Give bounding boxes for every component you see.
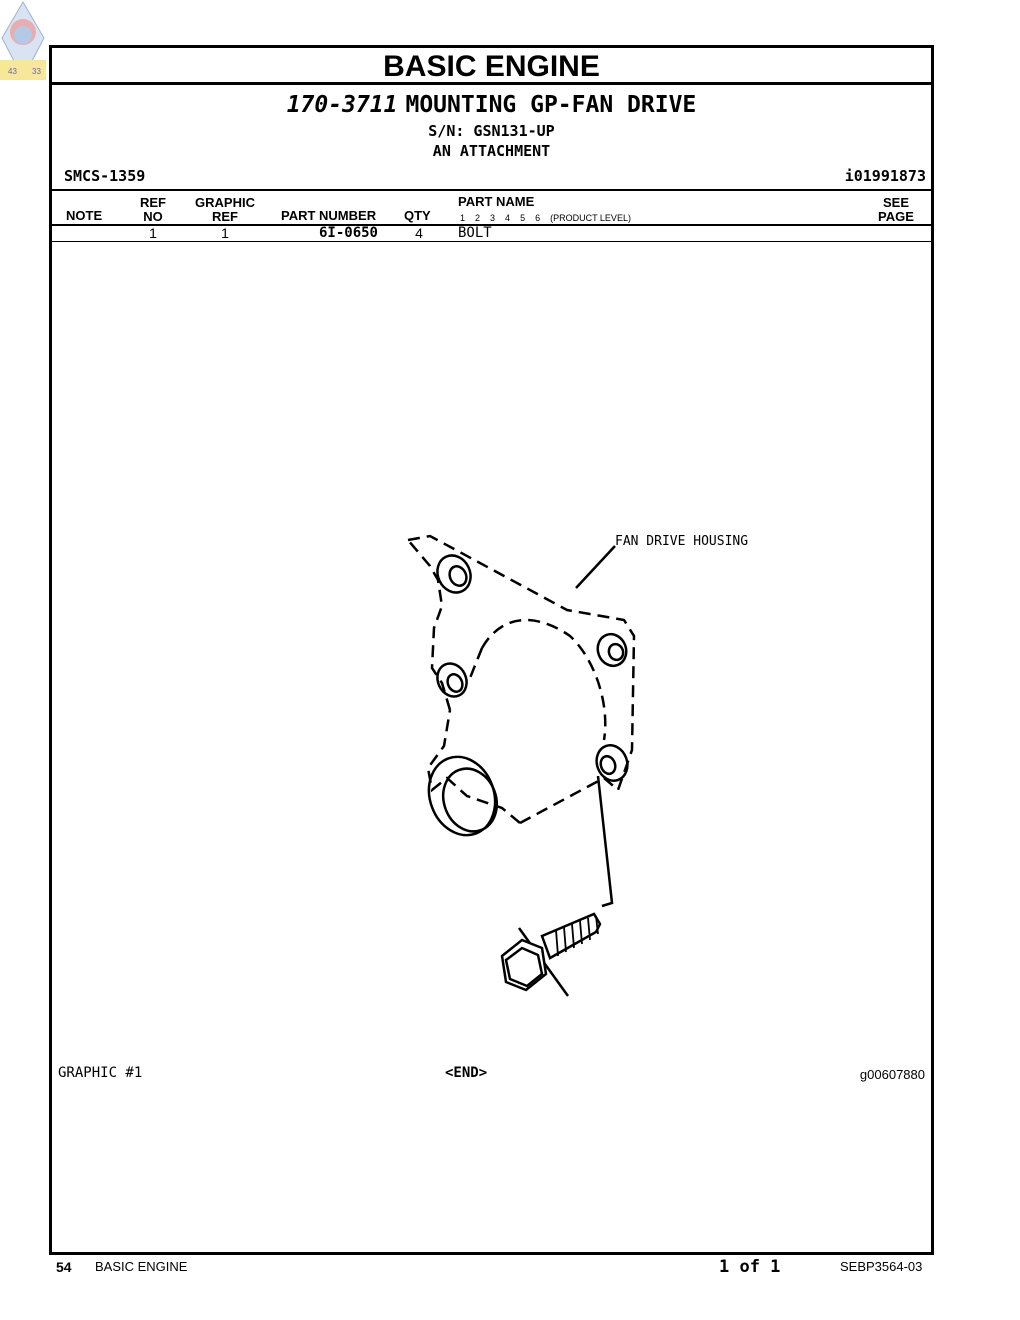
table-row: 1 1 6I-0650 4 BOLT xyxy=(52,224,931,242)
cell-qty: 4 xyxy=(415,225,423,241)
part-group-number: 170-3711 xyxy=(286,92,398,118)
page-number: 54 xyxy=(56,1259,72,1275)
table-header: NOTE REF NO GRAPHIC REF PART NUMBER QTY … xyxy=(52,189,931,226)
page-of: 1 of 1 xyxy=(719,1257,781,1277)
col-part-name: PART NAME xyxy=(458,194,535,209)
callout-fan-drive-housing: FAN DRIVE HOUSING xyxy=(615,534,748,549)
col-part-number: PART NUMBER xyxy=(281,208,377,223)
col-qty: QTY xyxy=(404,208,431,223)
graphic-id: g00607880 xyxy=(859,1067,925,1082)
group-type: AN ATTACHMENT xyxy=(432,142,551,160)
col-note: NOTE xyxy=(66,208,103,223)
part-group-name: MOUNTING GP-FAN DRIVE xyxy=(405,92,697,118)
end-marker: <END> xyxy=(445,1065,488,1081)
document-number: SEBP3564-03 xyxy=(840,1259,923,1274)
svg-text:43: 43 xyxy=(8,67,17,76)
footer-section: BASIC ENGINE xyxy=(95,1259,188,1274)
cell-ref-no: 1 xyxy=(149,225,157,241)
dealer-logo-icon: 43 33 xyxy=(0,0,46,80)
info-id: i01991873 xyxy=(844,167,926,185)
col-graphic-ref: GRAPHIC REF xyxy=(195,195,255,224)
svg-text:33: 33 xyxy=(32,67,41,76)
graphic-label: GRAPHIC #1 xyxy=(58,1065,143,1081)
exploded-view-graphic: FAN DRIVE HOUSING 1 xyxy=(407,534,748,997)
page-frame: BASIC ENGINE 170-3711 MOUNTING GP-FAN DRI… xyxy=(49,45,934,1255)
section-banner: BASIC ENGINE xyxy=(52,48,931,85)
part-group-title: 170-3711 MOUNTING GP-FAN DRIVE xyxy=(52,92,931,118)
smcs-code: SMCS-1359 xyxy=(64,167,146,185)
col-ref-no: REF NO xyxy=(140,195,166,224)
cell-part-number: 6I-0650 xyxy=(318,225,378,241)
cell-part-name: BOLT xyxy=(458,225,492,241)
serial-number: S/N: GSN131-UP xyxy=(428,122,555,140)
col-see-page: SEE PAGE xyxy=(878,195,914,224)
cell-graphic-ref: 1 xyxy=(221,225,229,241)
